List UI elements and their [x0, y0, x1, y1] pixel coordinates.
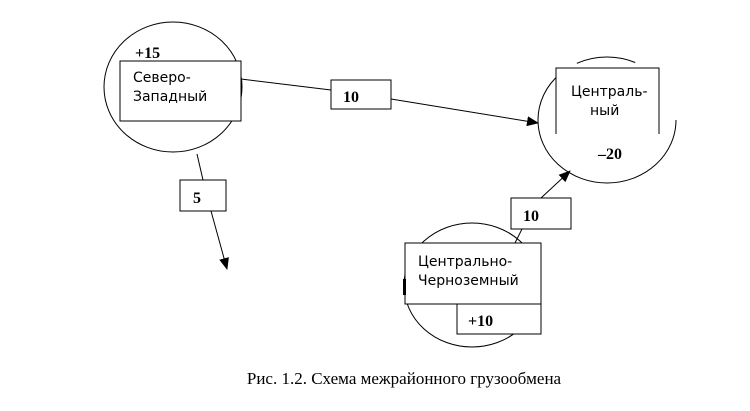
chernozem-name-box — [404, 242, 542, 305]
flow-label-nw-central: 10 — [343, 89, 359, 106]
chernozem-name-line2: Черноземный — [418, 273, 519, 289]
flow-line-nw-outbound-b — [210, 210, 229, 270]
northwest-balance: +15 — [135, 45, 160, 62]
flow-line-nw-central-b — [390, 98, 539, 127]
chernozem-name-line1: Центрально- — [418, 254, 512, 270]
northwest-name-line2: Западный — [133, 89, 207, 105]
central-balance: –20 — [597, 146, 622, 163]
northwest-name-line1: Северо- — [133, 70, 191, 86]
chernozem-balance-box — [456, 303, 542, 335]
flow-box-chernozem-central — [510, 197, 572, 230]
flow-line-nw-central-a — [240, 78, 332, 91]
chernozem-box-mark — [403, 279, 406, 295]
flow-label-nw-outbound: 5 — [193, 190, 201, 207]
flow-line-nw-outbound-a — [196, 153, 204, 181]
flow-line-chernozem-central-a — [514, 228, 523, 244]
central-name-box — [555, 67, 660, 134]
central-name-line1: Централь- — [571, 84, 648, 100]
northwest-name-box — [119, 60, 242, 122]
flow-label-chernozem-central: 10 — [523, 208, 539, 225]
central-name-line2: ный — [590, 103, 619, 119]
flow-box-nw-outbound — [179, 179, 227, 212]
flow-line-chernozem-central-b — [540, 170, 571, 199]
flow-box-nw-central — [330, 79, 392, 110]
figure-caption: Рис. 1.2. Схема межрайонного грузообмена — [246, 369, 562, 388]
chernozem-balance: +10 — [468, 313, 493, 330]
